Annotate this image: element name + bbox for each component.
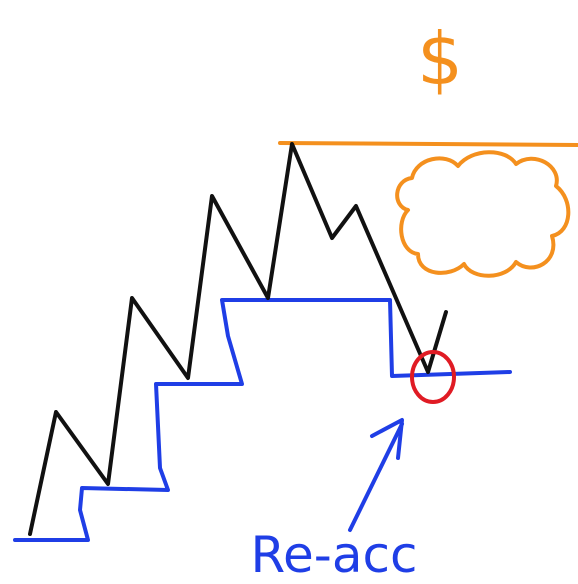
re-acc-caption: Re-acc — [251, 526, 418, 584]
retest-circle — [410, 350, 456, 404]
resistance-line — [278, 141, 578, 147]
zigzag-price-line — [28, 142, 448, 536]
up-right-arrow — [348, 422, 404, 532]
stepped-support-line — [13, 298, 512, 542]
arrow-head-icon — [370, 418, 404, 460]
dollar-sign-label: $ — [417, 17, 463, 101]
cloud-shape — [395, 150, 571, 278]
